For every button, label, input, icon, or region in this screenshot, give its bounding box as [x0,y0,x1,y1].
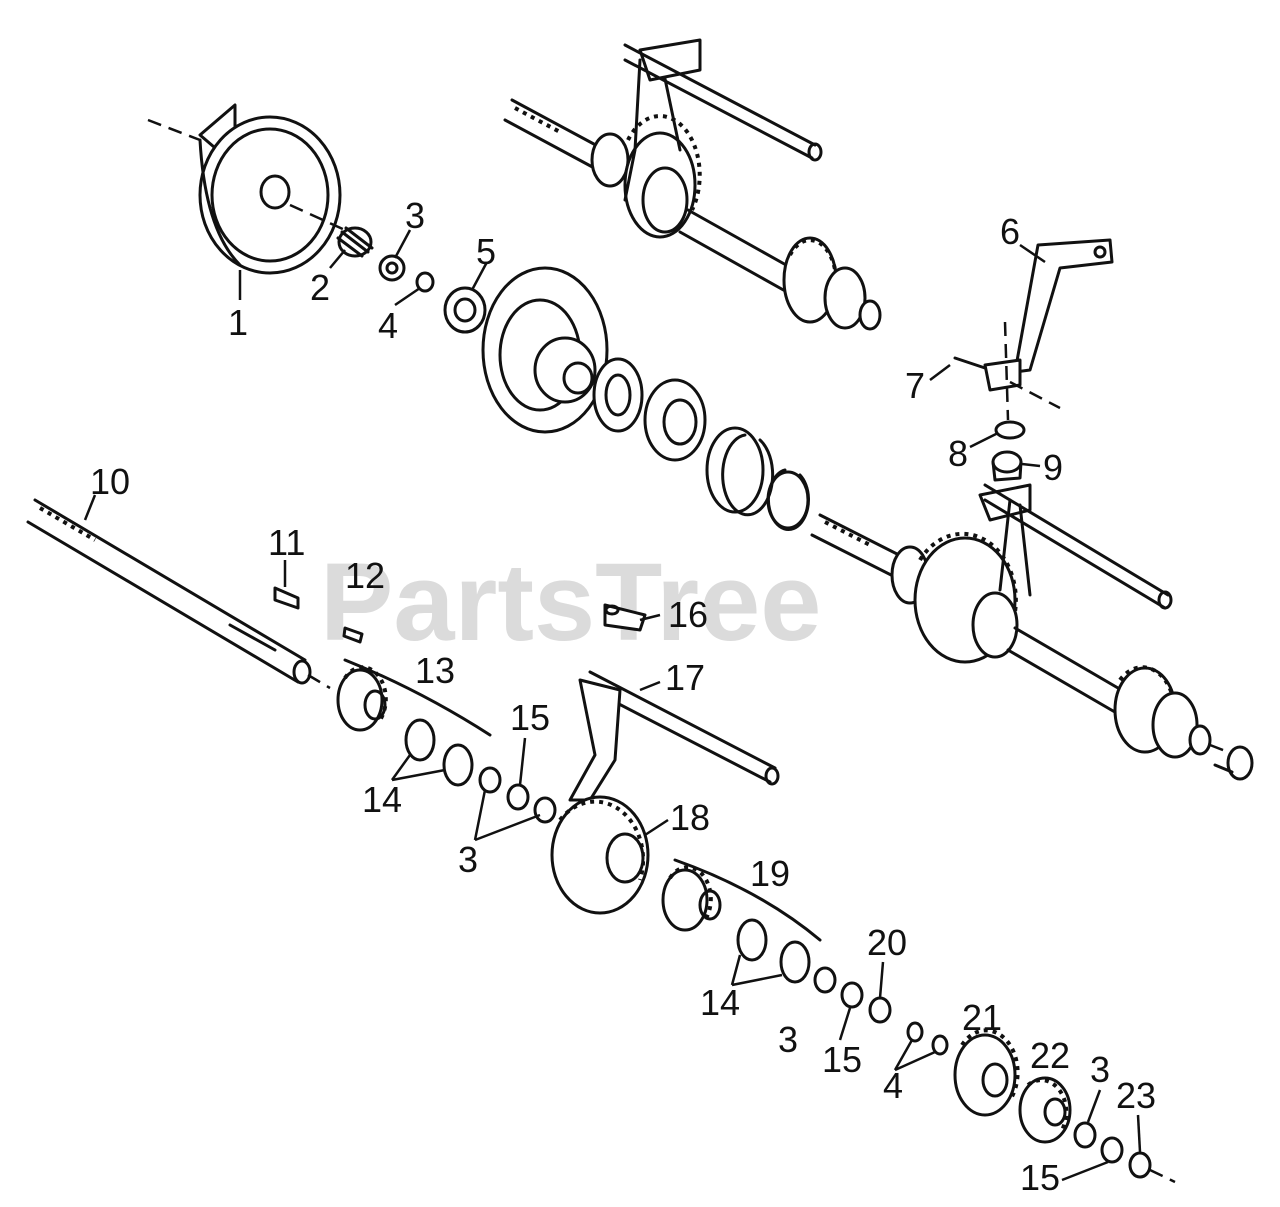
callout-18: 18 [670,797,710,838]
callout-7: 7 [905,365,925,406]
part-7-pin [953,356,987,370]
part-14-bearings-left [404,718,474,787]
part-22-gear [1018,1076,1072,1144]
callout-16: 16 [668,594,708,635]
part-15-retainer-right [1100,1136,1124,1164]
circlip-lower [767,468,810,532]
part-6-shift-lever [983,238,1114,421]
part-2-spring [336,226,374,258]
callout-5: 5 [476,231,496,272]
part-4-ring-b [931,1034,949,1056]
part-3-washer-mid [813,966,837,994]
right-shaft-assembly [810,483,1254,781]
leader-lines [83,229,1142,1182]
part-17-shift-rod [568,670,780,802]
part-3-washer-left [478,766,502,794]
part-13-gear-group [336,658,492,737]
gear-plate-assembly [481,266,810,530]
callout-4b: 4 [883,1065,903,1106]
axis-line-end [1149,1168,1176,1184]
callout-21: 21 [962,997,1002,1038]
circlip-upper [721,433,775,517]
callout-15b: 15 [822,1039,862,1080]
callout-10: 10 [90,461,130,502]
callout-3d: 3 [1090,1049,1110,1090]
part-3-washer-right [1073,1121,1097,1149]
callout-15c: 15 [1020,1157,1060,1198]
part-8-washer [994,420,1026,440]
part-9-bushing [991,450,1023,482]
callout-9: 9 [1043,447,1063,488]
top-shaft-assembly [503,38,882,331]
callout-14b: 14 [700,982,740,1023]
callout-12: 12 [345,555,385,596]
callout-20: 20 [867,922,907,963]
part-21-gear [953,1028,1020,1117]
part-12-key [342,626,364,644]
part-3-washer [378,254,406,282]
part-4-snap-ring [415,271,435,293]
part-5-bearing [443,286,487,334]
callout-2: 2 [310,267,330,308]
callout-15a: 15 [510,697,550,738]
part-19-gear-group [661,858,822,942]
callout-13: 13 [415,650,455,691]
callout-4a: 4 [378,305,398,346]
callout-14a: 14 [362,779,402,820]
callout-6: 6 [1000,211,1020,252]
callout-labels: 1 2 3 4 5 6 7 8 9 10 11 12 13 14 15 3 16… [90,195,1156,1198]
part-16-pin [603,603,647,632]
callout-19: 19 [750,853,790,894]
part-10-mainshaft [26,498,331,690]
part-18-gear [550,795,650,915]
callout-22: 22 [1030,1035,1070,1076]
part-15-retainer-left [506,783,530,811]
callout-8: 8 [948,433,968,474]
part-11-key [273,586,300,610]
callout-23: 23 [1116,1075,1156,1116]
callout-3a: 3 [405,195,425,236]
part-1-housing [147,103,346,275]
part-15-retainer-mid [840,981,864,1009]
part-4-ring-a [906,1021,924,1043]
part-20-washer [868,996,892,1024]
callout-1: 1 [228,302,248,343]
callout-11: 11 [268,522,305,563]
callout-3c: 3 [778,1019,798,1060]
callout-3b: 3 [458,839,478,880]
part-14-bearings-right [736,918,811,984]
part-23-washer [1128,1151,1152,1179]
callout-17: 17 [665,657,705,698]
watermark: PartsTree [320,541,821,664]
part-3-washer-left2 [533,796,557,824]
